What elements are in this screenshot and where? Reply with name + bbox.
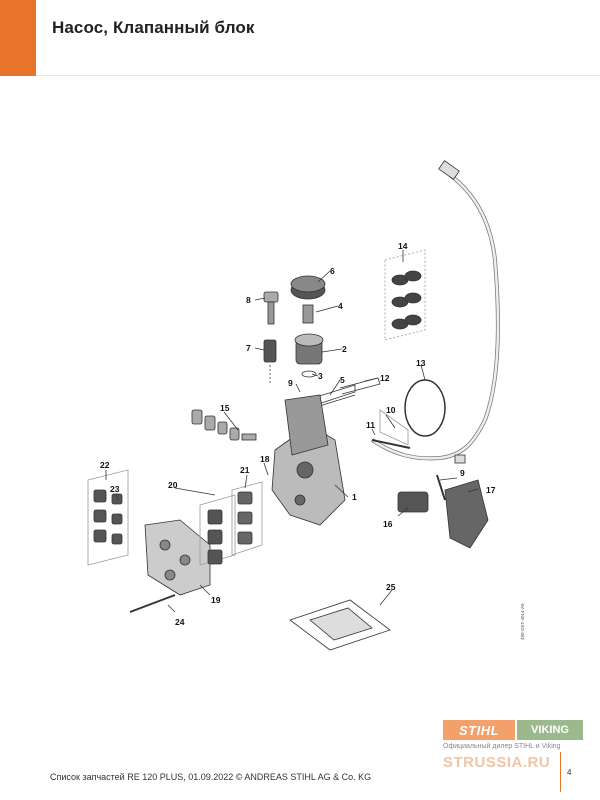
callout-22: 22 xyxy=(100,460,110,470)
callout-24: 24 xyxy=(175,617,185,627)
callout-21: 21 xyxy=(240,465,250,475)
callout-2: 2 xyxy=(342,344,347,354)
callout-9-left: 9 xyxy=(288,378,293,388)
callout-6: 6 xyxy=(330,266,335,276)
callout-23: 23 xyxy=(110,484,120,494)
callout-14: 14 xyxy=(398,241,408,251)
callout-3: 3 xyxy=(318,371,323,381)
page-number: 4 xyxy=(567,768,572,777)
callout-15: 15 xyxy=(220,403,230,413)
viking-logo: VIKING xyxy=(517,720,583,740)
dealer-text: Официальный дилер STIHL и Viking xyxy=(443,743,561,750)
callout-labels: 1 2 3 4 5 6 7 8 9 9 10 11 12 13 14 15 16… xyxy=(100,241,496,627)
page-title: Насос, Клапанный блок xyxy=(52,18,255,37)
callout-4: 4 xyxy=(338,301,343,311)
callout-11: 11 xyxy=(366,420,375,430)
stihl-logo: STIHL xyxy=(443,720,515,740)
drawing-code: 480-GET-4014-A0 xyxy=(520,603,525,640)
callout-10: 10 xyxy=(386,405,396,415)
page-number-divider xyxy=(560,752,561,792)
cylinder-head xyxy=(144,519,211,596)
dealer-site: STRUSSIA.RU xyxy=(443,754,551,771)
callout-13: 13 xyxy=(416,358,426,368)
callout-8: 8 xyxy=(246,295,251,305)
callout-5: 5 xyxy=(340,375,345,385)
dealer-watermark: STIHL VIKING Официальный дилер STIHL и V… xyxy=(443,720,588,780)
callout-7: 7 xyxy=(246,343,251,353)
callout-12: 12 xyxy=(380,373,390,383)
callout-19: 19 xyxy=(211,595,221,605)
callout-9-right: 9 xyxy=(460,468,465,478)
callout-18: 18 xyxy=(260,454,270,464)
header-accent-bar xyxy=(0,0,36,76)
callout-16: 16 xyxy=(383,519,393,529)
callout-25: 25 xyxy=(386,582,396,592)
callout-17: 17 xyxy=(486,485,496,495)
hose xyxy=(370,173,500,461)
callout-20: 20 xyxy=(168,480,178,490)
header-divider xyxy=(36,75,600,76)
footer-text: Список запчастей RE 120 PLUS, 01.09.2022… xyxy=(50,772,372,782)
callout-1: 1 xyxy=(352,492,357,502)
